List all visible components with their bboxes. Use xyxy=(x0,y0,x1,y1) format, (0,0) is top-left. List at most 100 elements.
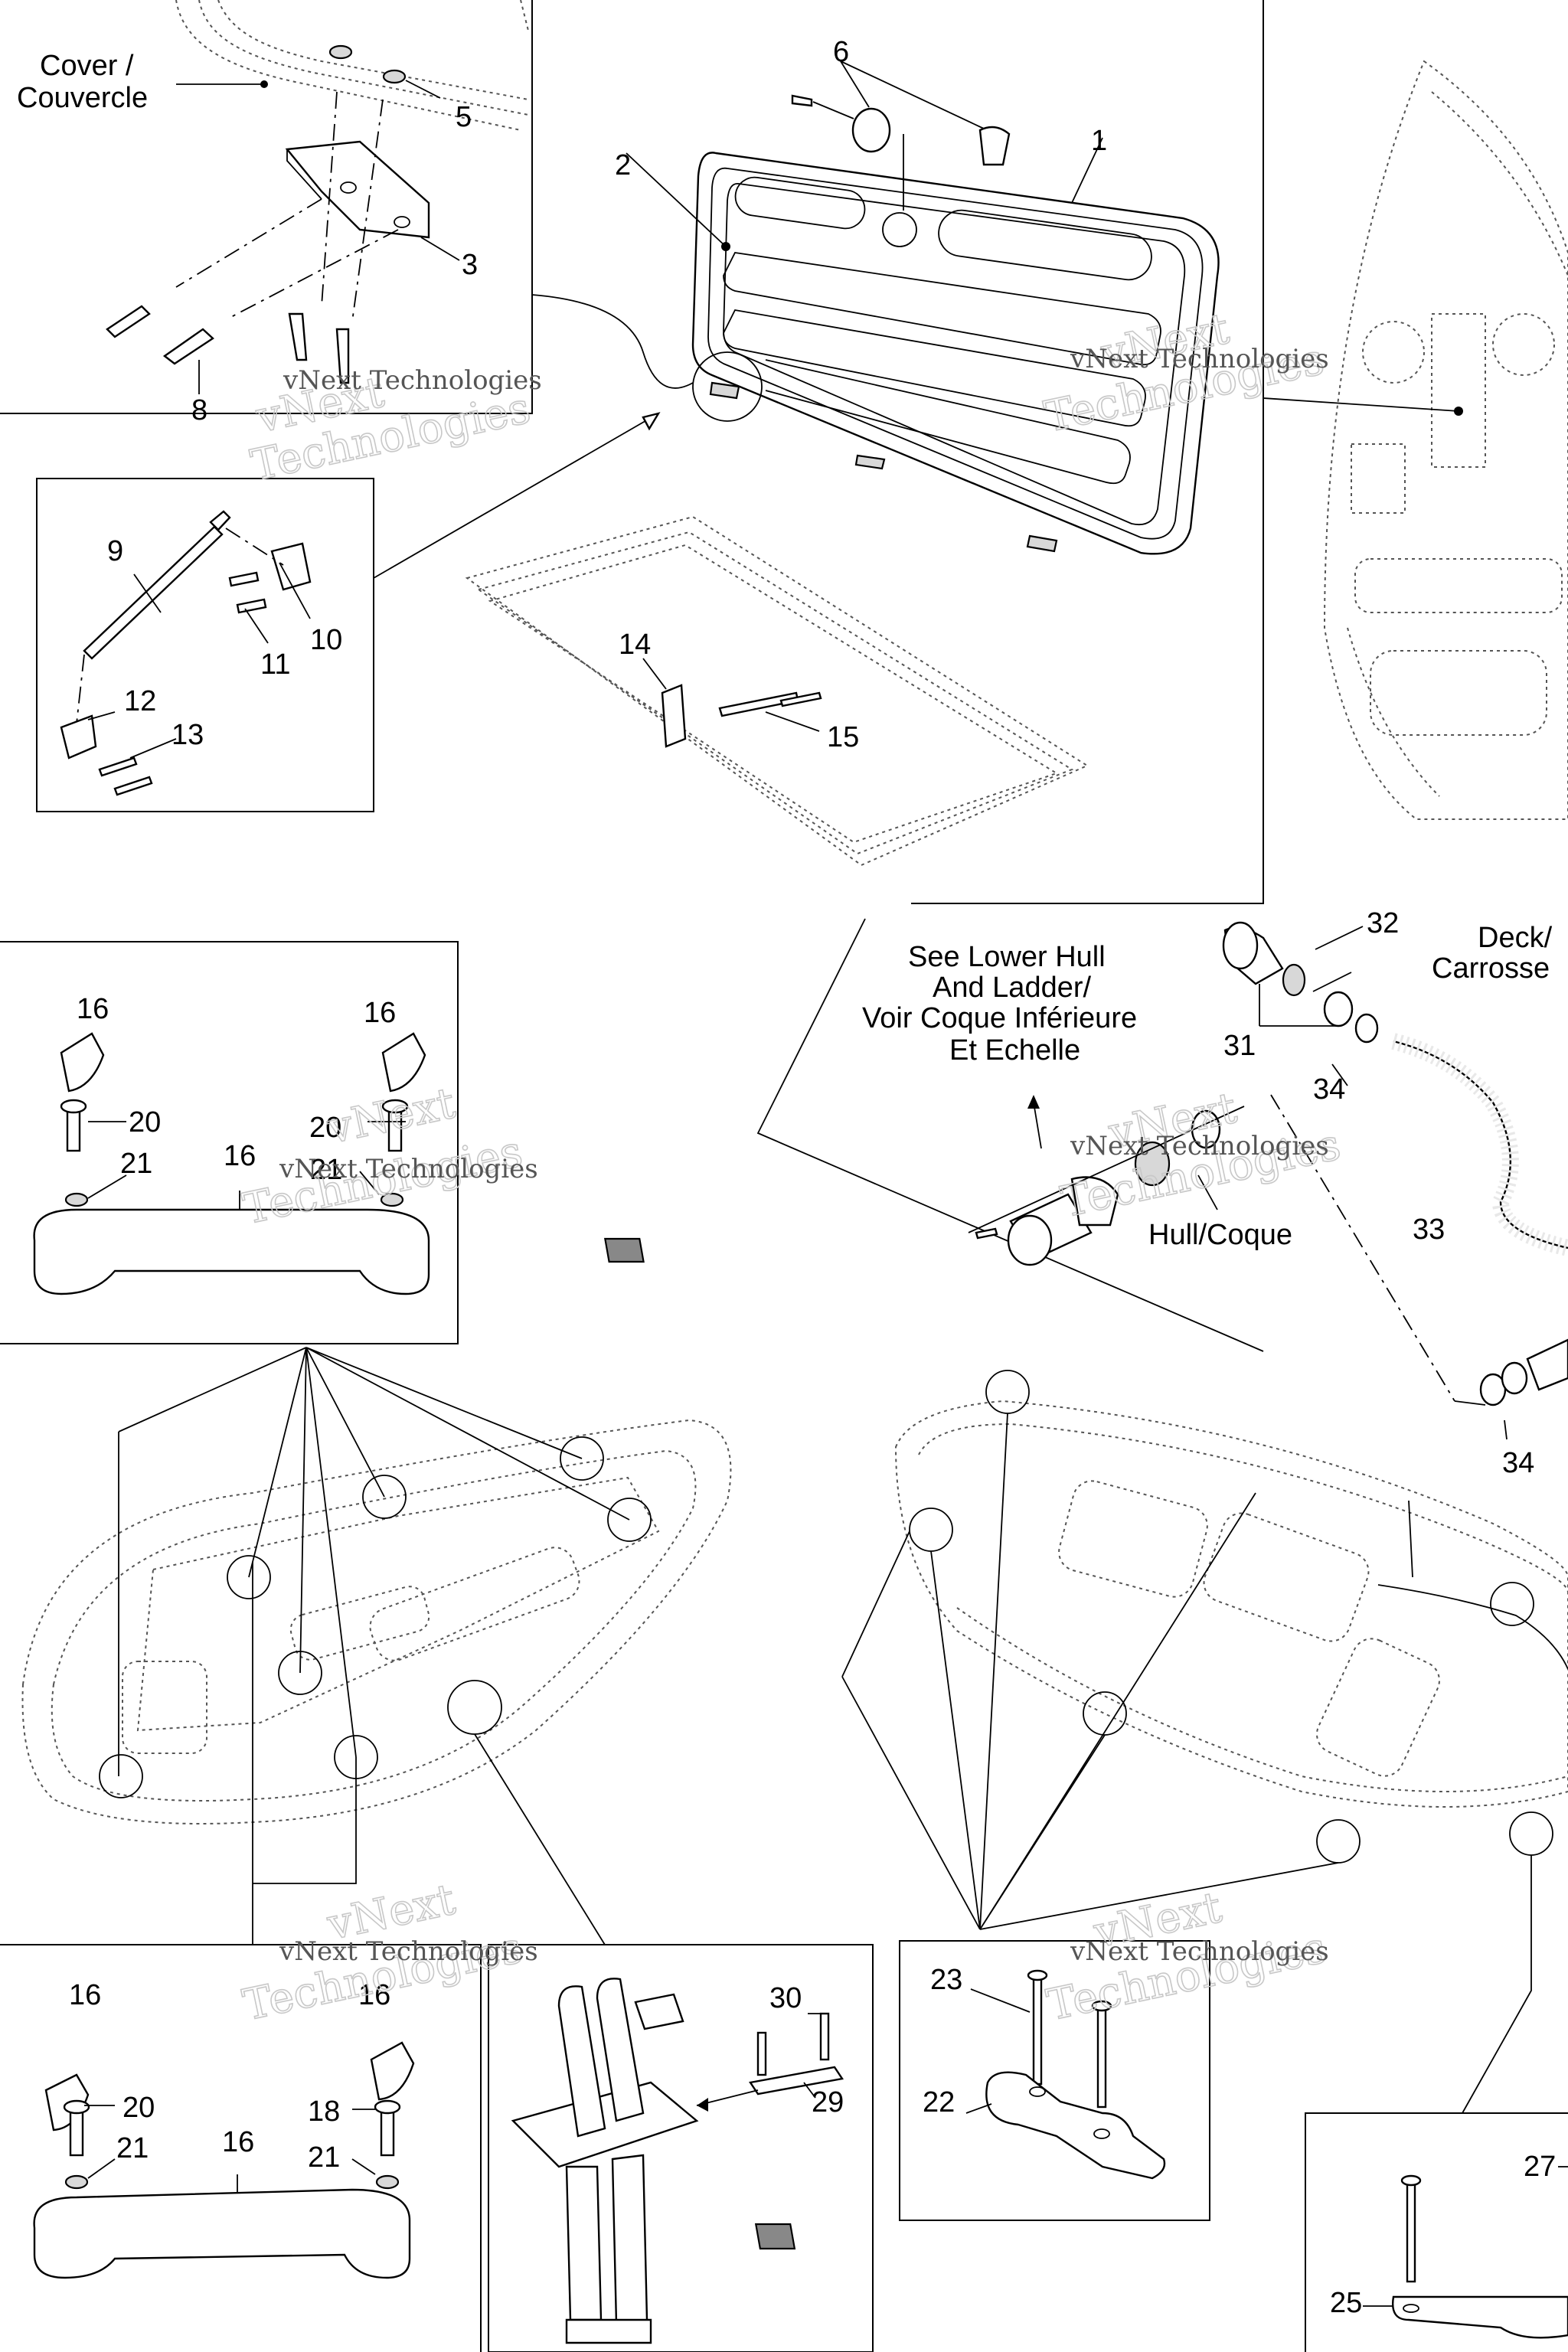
handle-cap xyxy=(370,2041,415,2101)
part-number-6: 6 xyxy=(833,36,849,68)
boat-view-right xyxy=(841,1370,1568,2114)
washer xyxy=(1282,963,1306,997)
screw xyxy=(756,2031,767,2076)
hatch-opening xyxy=(465,515,1089,867)
screw xyxy=(66,1107,81,1152)
see-lower-line1: See Lower Hull xyxy=(908,941,1106,973)
watermark-text: vNext Technologies xyxy=(279,1936,538,1967)
throttle-panel xyxy=(488,1944,874,2352)
watermark-text: vNext Technologies xyxy=(1070,1936,1329,1967)
part-number-15: 15 xyxy=(827,721,859,753)
watermark-text: vNext Technologies xyxy=(279,1154,538,1184)
part-number-3: 3 xyxy=(462,249,478,281)
part-number-30: 30 xyxy=(769,1982,802,2014)
clip xyxy=(709,381,740,400)
part-number-34: 34 xyxy=(1502,1447,1534,1479)
watermark-text: vNext Technologies xyxy=(1070,344,1329,374)
part-number-11: 11 xyxy=(260,648,290,681)
part-number-16: 16 xyxy=(224,1140,256,1172)
drain-assembly xyxy=(756,918,1568,1440)
clip xyxy=(854,454,886,470)
latch-knob xyxy=(851,107,891,153)
hinge-bracket xyxy=(285,140,430,239)
boat-overview-top xyxy=(1263,60,1568,820)
grab-handle xyxy=(33,2188,411,2279)
part-number-31: 31 xyxy=(1223,1030,1256,1062)
rivet xyxy=(106,305,151,338)
rivet xyxy=(335,328,350,384)
boat-view-left xyxy=(21,1347,732,1945)
part-number-21: 21 xyxy=(308,2141,340,2174)
part-number-18: 18 xyxy=(308,2096,340,2128)
gas-spring-panel xyxy=(36,478,374,812)
rail-assembly xyxy=(1363,2166,1568,2339)
rail xyxy=(1392,2295,1568,2339)
bracket xyxy=(60,714,97,760)
rail-panel xyxy=(1305,2112,1568,2352)
part-number-32: 32 xyxy=(1367,907,1399,939)
cleat-panel xyxy=(899,1940,1210,2221)
gas-spring-body xyxy=(83,525,224,660)
bracket xyxy=(270,542,312,591)
deck-label: Deck/ xyxy=(1478,922,1553,954)
part-number-27: 27 xyxy=(1524,2151,1556,2183)
part-number-1: 1 xyxy=(1091,125,1107,157)
handle-cap xyxy=(60,1032,105,1093)
part-number-21: 21 xyxy=(116,2132,149,2164)
screw xyxy=(791,94,813,107)
gas-spring xyxy=(60,510,312,796)
grab-handles-bottom xyxy=(33,2041,796,2279)
watermark-text: vNext Technologies xyxy=(1070,1131,1329,1161)
latch-plate xyxy=(661,684,687,748)
rivet xyxy=(162,328,214,365)
grab-handle-panel-top xyxy=(0,941,459,1344)
grab-handle xyxy=(33,1208,430,1295)
part-number-14: 14 xyxy=(619,629,651,661)
nut xyxy=(1323,991,1354,1027)
rivet xyxy=(288,312,308,361)
part-number-16: 16 xyxy=(364,997,396,1029)
throttle-lever xyxy=(557,1985,606,2138)
washer xyxy=(382,69,407,84)
bolt xyxy=(1032,1975,1043,2086)
labels: Cover / Couvercle Deck/ Carrosse Hull/Co… xyxy=(17,50,1553,1251)
washer xyxy=(375,2174,400,2190)
part-number-29: 29 xyxy=(812,2086,844,2118)
part-number-12: 12 xyxy=(124,685,156,717)
part-number-20: 20 xyxy=(129,1106,161,1138)
cover-label: Cover / xyxy=(40,50,134,82)
screw xyxy=(1406,2180,1416,2283)
part-number-16: 16 xyxy=(69,1979,101,2011)
see-lower-line4: Et Echelle xyxy=(949,1034,1080,1067)
see-lower-line3: Voir Coque Inférieure xyxy=(862,1002,1137,1034)
cover-hinge-detail xyxy=(106,0,529,394)
deck-label-fr: Carrosse xyxy=(1432,952,1550,985)
screw xyxy=(380,2108,395,2157)
clip xyxy=(1026,534,1058,553)
throttle-lever xyxy=(596,1978,645,2122)
screw xyxy=(236,598,267,614)
part-number-16: 16 xyxy=(222,2126,254,2158)
part-number-21: 21 xyxy=(120,1148,152,1180)
washer xyxy=(64,2174,89,2190)
part-number-16: 16 xyxy=(77,993,109,1025)
storage-cover xyxy=(373,60,1220,579)
part-number-16: 16 xyxy=(358,1979,390,2011)
part-number-25: 25 xyxy=(1330,2287,1362,2319)
part-number-10: 10 xyxy=(310,624,342,656)
handle-cap xyxy=(381,1032,426,1093)
screw xyxy=(69,2108,84,2157)
part-number-8: 8 xyxy=(191,394,207,426)
screw xyxy=(98,756,138,777)
cover-outer xyxy=(691,152,1220,555)
part-number-13: 13 xyxy=(172,719,204,751)
part-number-22: 22 xyxy=(923,2086,955,2118)
part-number-20: 20 xyxy=(122,2092,155,2124)
screw xyxy=(113,776,153,796)
washer xyxy=(328,44,353,60)
grab-handles-top xyxy=(33,1032,645,1295)
cleat xyxy=(985,2071,1166,2180)
screw xyxy=(228,571,260,587)
